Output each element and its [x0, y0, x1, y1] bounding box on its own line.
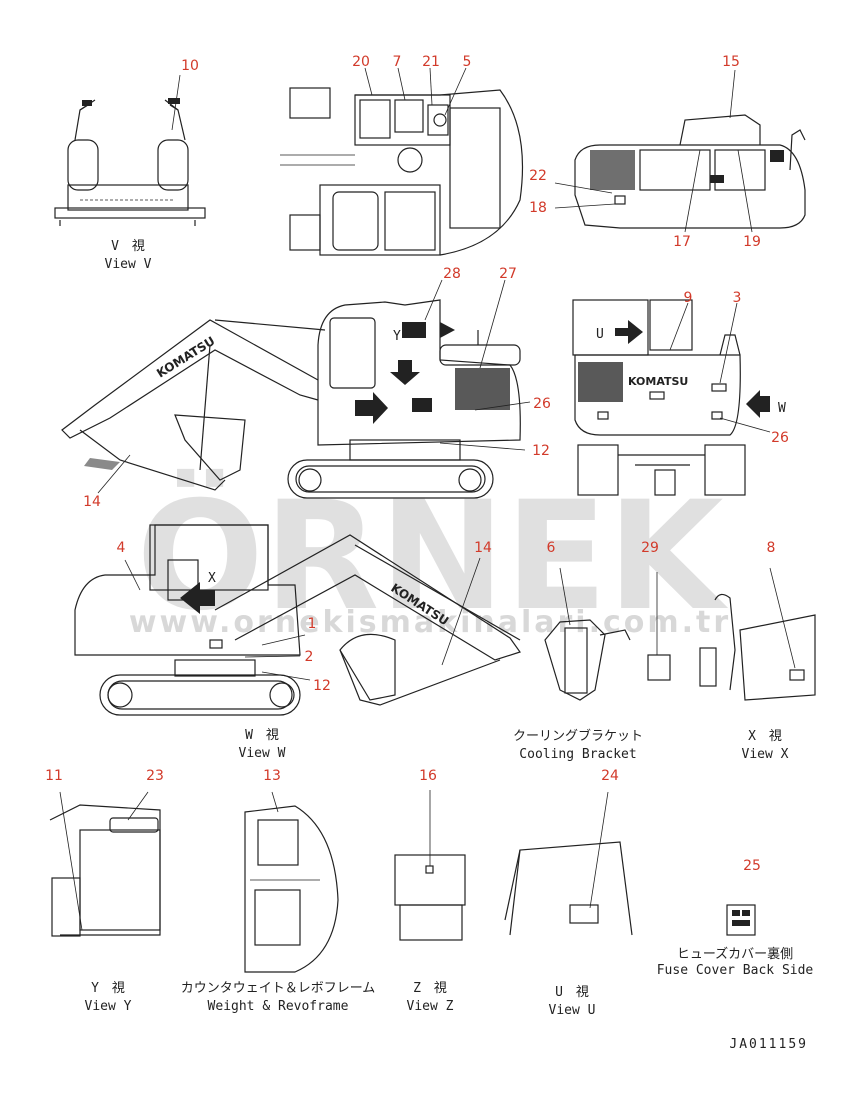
view-u-drawing	[504, 791, 633, 936]
callout-20: 20	[352, 54, 370, 70]
callout-26-main: 26	[533, 396, 551, 412]
callout-26-rear: 26	[771, 430, 789, 446]
caption-weight-en: Weight & Revoframe	[208, 999, 349, 1014]
callout-6: 6	[547, 540, 556, 556]
watermark-brand: ÖRNEK	[136, 468, 728, 644]
callout-14-main: 14	[83, 494, 101, 510]
watermark-site: www.ornekismakinalari.com.tr	[129, 605, 731, 640]
fuse-cover-drawing	[726, 904, 756, 936]
callout-21: 21	[422, 54, 440, 70]
view-z-drawing	[394, 790, 466, 941]
callout-23: 23	[146, 768, 164, 784]
caption-view-v-jp: V 視	[111, 239, 145, 254]
caption-view-y-en: View Y	[85, 999, 132, 1014]
caption-view-z-en: View Z	[407, 999, 454, 1014]
callout-18: 18	[529, 200, 547, 216]
caption-view-x-jp: X 視	[748, 729, 782, 744]
caption-view-u-en: View U	[549, 1003, 596, 1018]
watermark: ÖRNEK www.ornekismakinalari.com.tr	[129, 468, 731, 644]
caption-view-z-jp: Z 視	[413, 981, 447, 996]
caption-cooling-en: Cooling Bracket	[519, 747, 636, 762]
callout-24: 24	[601, 768, 619, 784]
rear-elevation-drawing: KOMATSU	[572, 299, 771, 496]
rear-komatsu-decal: KOMATSU	[628, 375, 688, 388]
callout-8: 8	[767, 540, 776, 556]
view-letter-x: X	[208, 571, 216, 586]
view-letter-y: Y	[393, 329, 401, 344]
view-y-drawing	[49, 791, 161, 937]
caption-view-x-en: View X	[742, 747, 789, 762]
caption-view-y-jp: Y 視	[91, 981, 125, 996]
drawing-id: JA011159	[729, 1037, 808, 1052]
caption-view-w-jp: W 視	[245, 728, 279, 743]
callout-1: 1	[308, 616, 317, 632]
callout-16: 16	[419, 768, 437, 784]
caption-view-w-en: View W	[239, 746, 286, 761]
view-x-drawing	[699, 567, 816, 701]
callout-28: 28	[443, 266, 461, 282]
view-letter-u: U	[596, 327, 604, 342]
callout-29: 29	[641, 540, 659, 556]
top-view-drawing	[280, 67, 524, 256]
weight-revoframe-drawing	[244, 791, 339, 973]
callout-27: 27	[499, 266, 517, 282]
callout-22: 22	[529, 168, 547, 184]
callout-25: 25	[743, 858, 761, 874]
caption-cooling-jp: クーリングブラケット	[513, 728, 643, 744]
view-v-drawing	[54, 74, 206, 226]
caption-fuse-en: Fuse Cover Back Side	[657, 963, 814, 978]
callout-12-main: 12	[532, 443, 550, 459]
callout-5: 5	[463, 54, 472, 70]
main-side-drawing: KOMATSU	[61, 279, 531, 499]
callout-10: 10	[181, 58, 199, 74]
callout-19: 19	[743, 234, 761, 250]
callout-9: 9	[684, 290, 693, 306]
caption-view-v-en: View V	[105, 257, 152, 272]
callout-2: 2	[305, 649, 314, 665]
callout-17: 17	[673, 234, 691, 250]
caption-fuse-jp: ヒューズカバー裏側	[677, 946, 793, 962]
cooling-bracket-drawing	[544, 567, 671, 701]
callout-14-w: 14	[474, 540, 492, 556]
callout-13: 13	[263, 768, 281, 784]
callout-4: 4	[117, 540, 126, 556]
callout-7: 7	[393, 54, 402, 70]
rear-view-drawing	[554, 69, 806, 233]
callout-11: 11	[45, 768, 63, 784]
callout-12-w: 12	[313, 678, 331, 694]
view-letter-w: W	[778, 401, 786, 416]
callout-15: 15	[722, 54, 740, 70]
caption-view-u-jp: U 視	[555, 985, 589, 1000]
caption-weight-jp: カウンタウェイト＆レボフレーム	[181, 981, 376, 996]
callout-3: 3	[733, 290, 742, 306]
